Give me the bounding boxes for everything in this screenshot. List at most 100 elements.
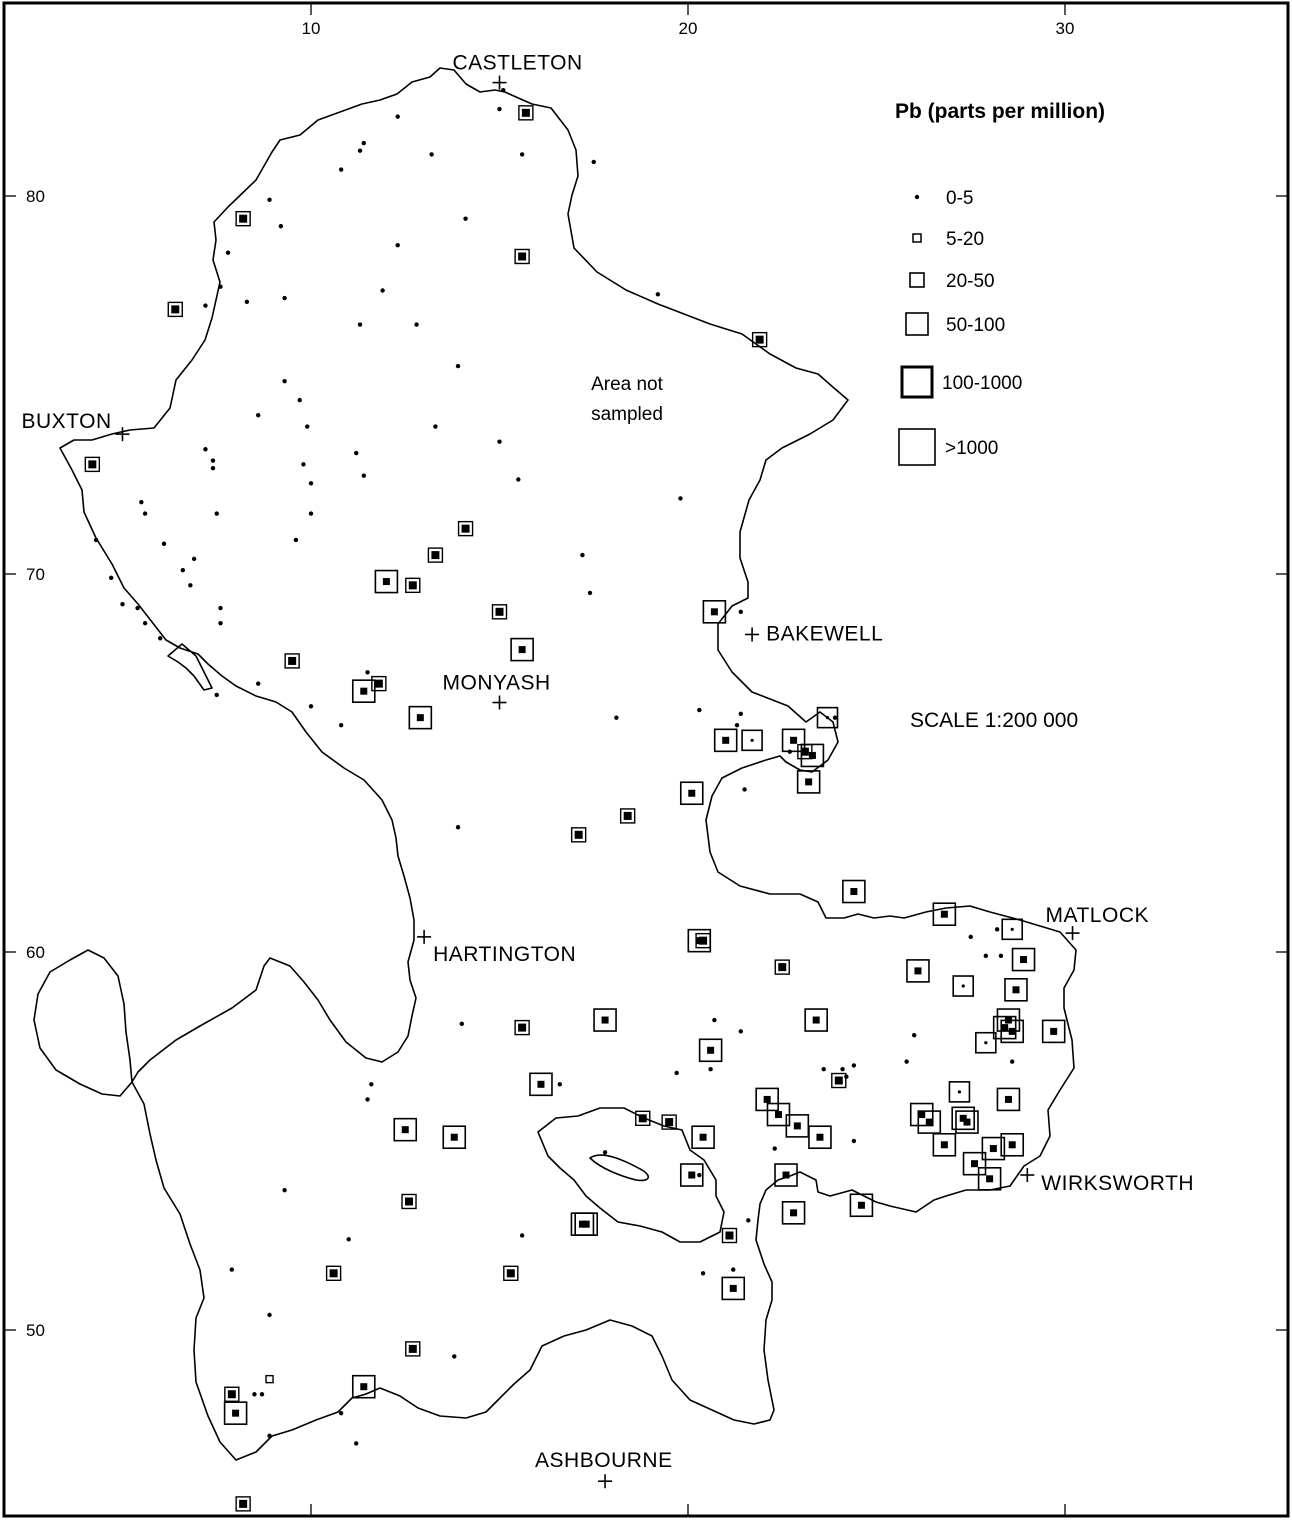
sample-point xyxy=(218,620,223,626)
sample-point xyxy=(244,299,250,305)
main-outline xyxy=(59,67,1077,1461)
sample-point xyxy=(108,575,114,580)
sample-point xyxy=(442,1125,467,1150)
legend-item: 20-50 xyxy=(909,271,995,292)
sample-point xyxy=(259,1392,265,1397)
sample-point xyxy=(570,827,587,843)
legend-label: 100-1000 xyxy=(942,373,1022,394)
sample-point xyxy=(497,106,502,112)
sample-point xyxy=(301,462,306,467)
sample-point xyxy=(996,1087,1021,1112)
sample-point xyxy=(393,1117,418,1142)
sample-point xyxy=(191,556,197,562)
sample-point xyxy=(284,653,300,669)
legend-symbol xyxy=(909,272,925,288)
sample-point xyxy=(365,670,370,675)
town-label: BAKEWELL xyxy=(766,622,883,645)
sample-point xyxy=(700,1271,706,1276)
sample-point xyxy=(1004,977,1028,1002)
sample-point xyxy=(93,537,99,543)
sample-point xyxy=(214,692,219,698)
sample-point xyxy=(267,1433,272,1439)
sample-point xyxy=(983,953,989,958)
sample-point xyxy=(267,1312,272,1318)
sample-point xyxy=(981,1136,1006,1161)
sample-point xyxy=(691,1125,715,1150)
area-note-line1: Area not xyxy=(591,374,664,395)
sample-point xyxy=(158,636,163,641)
sample-point xyxy=(371,675,387,692)
sample-point xyxy=(408,705,433,730)
sample-point xyxy=(218,284,223,289)
town-label: HARTINGTON xyxy=(433,943,576,966)
legend-item: 5-20 xyxy=(912,229,984,250)
sample-point xyxy=(229,1267,235,1272)
sample-point xyxy=(84,456,101,473)
sample-point xyxy=(256,413,261,418)
town-buxton: BUXTON xyxy=(22,410,130,442)
sample-point xyxy=(712,1017,717,1023)
sample-point xyxy=(679,781,704,806)
sample-point xyxy=(751,331,768,348)
sample-point xyxy=(721,1276,746,1301)
sample-point xyxy=(906,959,930,983)
sample-point xyxy=(346,1237,351,1242)
legend-item: 100-1000 xyxy=(900,365,1022,399)
sample-point xyxy=(591,159,596,165)
sample-point xyxy=(265,1374,274,1384)
sample-point xyxy=(308,704,314,709)
sample-point xyxy=(574,1212,599,1236)
sample-point xyxy=(252,1392,257,1397)
sample-point xyxy=(932,1132,957,1157)
sample-point xyxy=(746,1218,751,1223)
sample-point xyxy=(405,577,421,594)
sample-point xyxy=(305,424,310,429)
y-tick-label: 70 xyxy=(26,565,45,584)
sample-point xyxy=(369,1082,374,1087)
sample-point xyxy=(593,1008,617,1032)
x-tick-label: 10 xyxy=(302,19,321,38)
sample-point xyxy=(557,1082,563,1087)
legend-symbol xyxy=(912,233,922,243)
sample-point xyxy=(679,1163,704,1187)
sample-point xyxy=(218,605,223,611)
limestone-outline xyxy=(33,67,1077,1461)
sample-point xyxy=(738,1029,743,1034)
sample-point xyxy=(365,1097,370,1102)
sample-point xyxy=(180,568,186,573)
y-tick-label: 50 xyxy=(26,1321,45,1340)
sample-point xyxy=(395,114,400,119)
x-tick-label: 20 xyxy=(679,19,698,38)
sample-point xyxy=(214,511,219,516)
sample-point xyxy=(742,787,747,792)
sample-point xyxy=(427,547,444,563)
sample-point xyxy=(998,953,1004,958)
sample-point xyxy=(354,450,359,456)
sample-point xyxy=(457,520,474,537)
sample-point xyxy=(713,728,738,753)
sample-point xyxy=(844,1074,849,1079)
sample-point xyxy=(832,715,838,720)
sample-point xyxy=(842,879,866,904)
sample-point xyxy=(188,583,193,588)
western-outcrop-outline xyxy=(33,949,133,1097)
sample-point xyxy=(800,743,825,768)
sample-point xyxy=(293,537,299,543)
sample-point xyxy=(351,1374,376,1399)
sample-point xyxy=(297,397,302,403)
sample-point xyxy=(455,825,461,830)
sample-point xyxy=(738,711,743,717)
sample-point xyxy=(816,706,839,729)
sample-point xyxy=(210,465,216,471)
legend-title: Pb (parts per million) xyxy=(895,100,1105,123)
sample-point xyxy=(909,1102,934,1127)
sample-point xyxy=(503,1265,519,1282)
legend-item: >1000 xyxy=(898,428,998,466)
sample-point xyxy=(433,424,438,429)
sample-point xyxy=(738,609,743,614)
sample-point xyxy=(849,1193,874,1218)
sample-point xyxy=(741,729,763,752)
legend-label: >1000 xyxy=(945,438,998,459)
